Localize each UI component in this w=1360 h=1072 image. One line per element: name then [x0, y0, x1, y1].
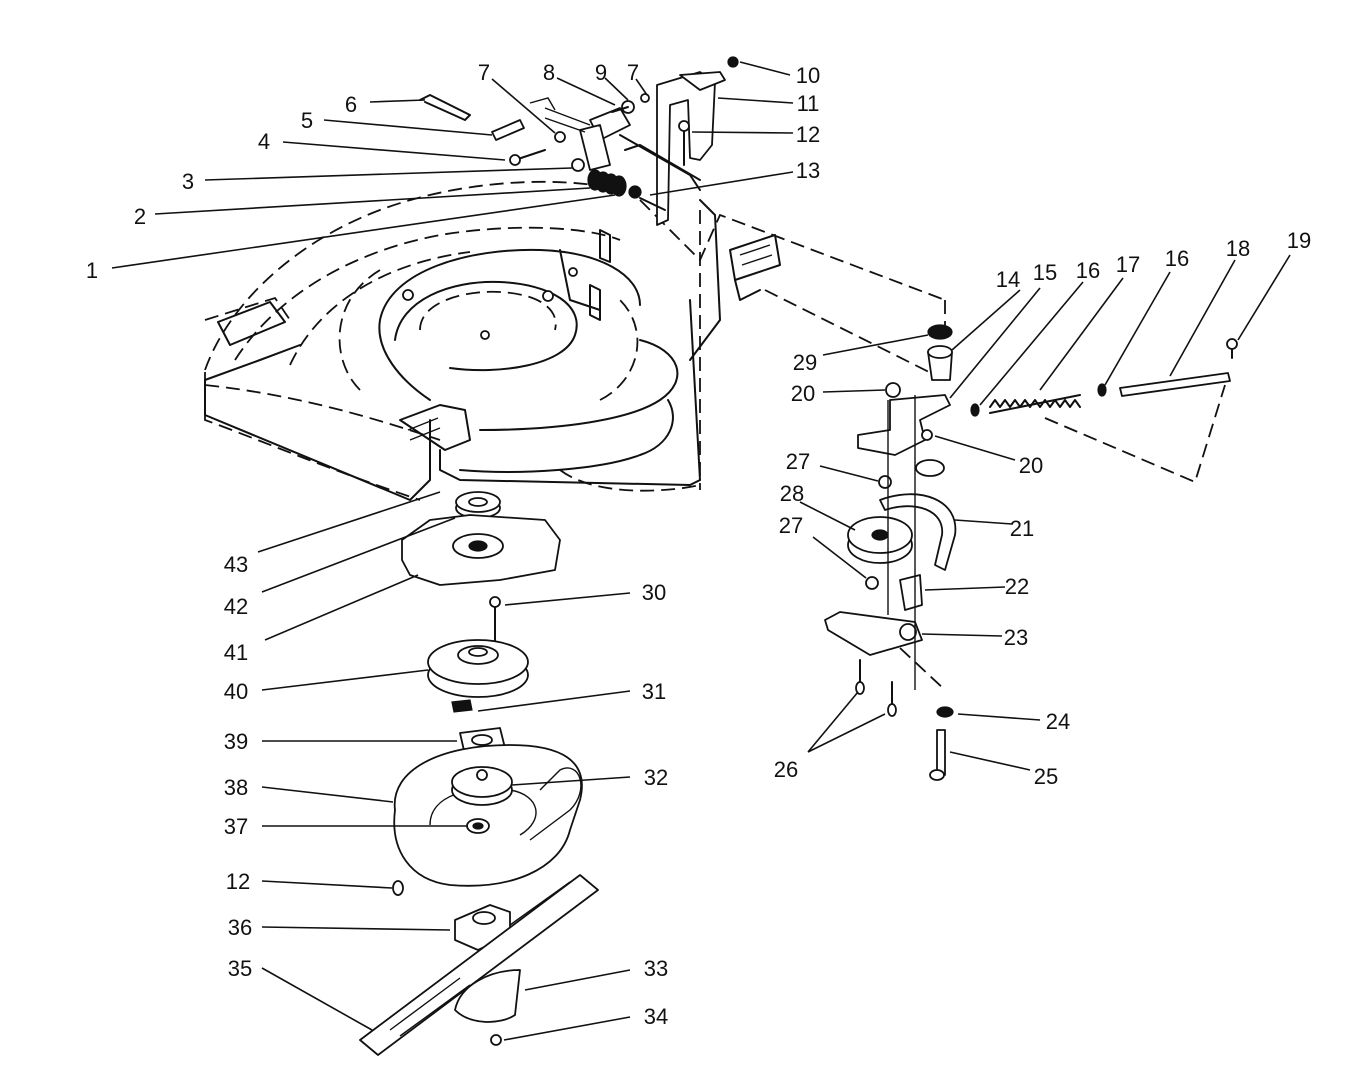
- blade-spindle-stack: [359, 491, 599, 1056]
- callout-15: 15: [1033, 260, 1057, 285]
- callout-20b: 20: [1019, 453, 1043, 478]
- callout-36: 36: [228, 915, 252, 940]
- callout-21: 21: [1010, 516, 1034, 541]
- callout-2: 2: [134, 204, 146, 229]
- callout-27b: 27: [779, 513, 803, 538]
- callout-3: 3: [182, 169, 194, 194]
- callout-25: 25: [1034, 764, 1058, 789]
- callout-5: 5: [301, 108, 313, 133]
- callout-18: 18: [1226, 236, 1250, 261]
- callout-6: 6: [345, 92, 357, 117]
- callout-12b: 12: [226, 869, 250, 894]
- leader-lines: [111, 61, 1291, 1041]
- callout-22: 22: [1005, 574, 1029, 599]
- callout-16b: 16: [1165, 246, 1189, 271]
- tension-spring: [989, 394, 1081, 414]
- callout-8: 8: [543, 60, 555, 85]
- callout-9: 9: [595, 60, 607, 85]
- callout-34: 34: [644, 1004, 668, 1029]
- callout-42: 42: [224, 594, 248, 619]
- mower-deck-housing: [204, 180, 946, 501]
- torsion-spring: [587, 169, 627, 197]
- callout-14: 14: [996, 267, 1020, 292]
- callout-17: 17: [1116, 252, 1140, 277]
- callout-30: 30: [642, 580, 666, 605]
- callout-12: 12: [796, 122, 820, 147]
- callout-43: 43: [224, 552, 248, 577]
- height-adjust-linkage: [419, 56, 739, 226]
- callout-19: 19: [1287, 228, 1311, 253]
- callout-16: 16: [1076, 258, 1100, 283]
- callout-labels: 1 2 3 4 5 6 7 8 9 7 10 11 12 13 14 15 16…: [86, 60, 1311, 1029]
- callout-40: 40: [224, 679, 248, 704]
- callout-39: 39: [224, 729, 248, 754]
- callout-26: 26: [774, 757, 798, 782]
- callout-37: 37: [224, 814, 248, 839]
- callout-31: 31: [642, 679, 666, 704]
- callout-38: 38: [224, 775, 248, 800]
- callout-32: 32: [644, 765, 668, 790]
- callout-28: 28: [780, 481, 804, 506]
- callout-13: 13: [796, 158, 820, 183]
- callout-7: 7: [478, 60, 490, 85]
- callout-33: 33: [644, 956, 668, 981]
- callout-35: 35: [228, 956, 252, 981]
- callout-7b: 7: [627, 60, 639, 85]
- callout-23: 23: [1004, 625, 1028, 650]
- callout-27: 27: [786, 449, 810, 474]
- callout-24: 24: [1046, 709, 1070, 734]
- idler-assembly: [824, 300, 1238, 781]
- callout-20: 20: [791, 381, 815, 406]
- callout-10: 10: [796, 63, 820, 88]
- callout-41: 41: [224, 640, 248, 665]
- callout-4: 4: [258, 129, 270, 154]
- callout-11: 11: [797, 91, 820, 116]
- callout-1: 1: [86, 258, 98, 283]
- callout-29: 29: [793, 350, 817, 375]
